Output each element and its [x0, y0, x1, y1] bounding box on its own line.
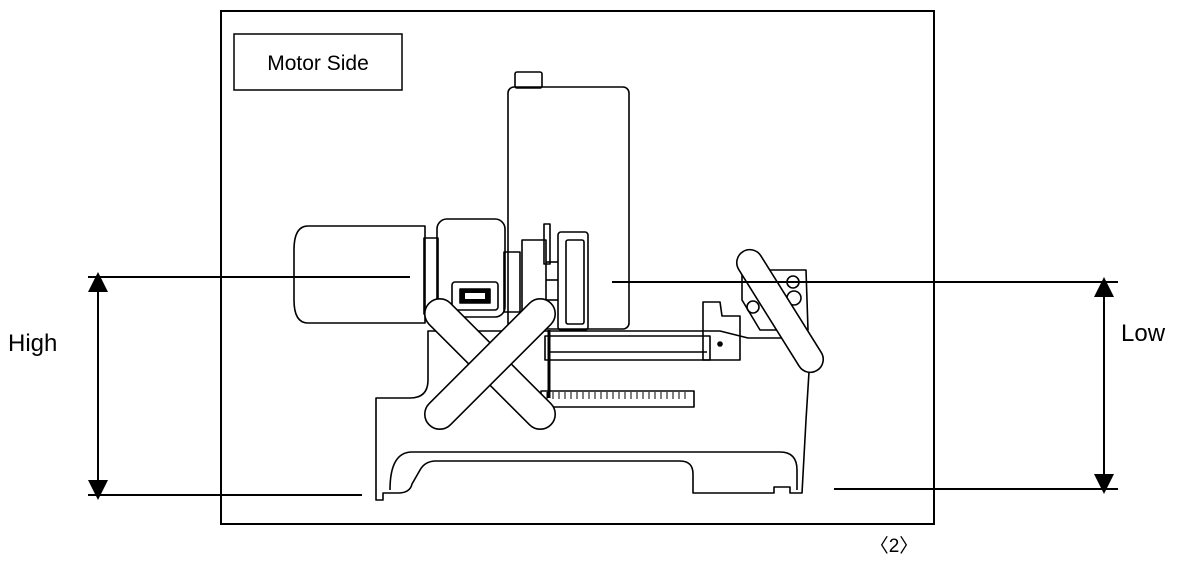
die-head [557, 231, 589, 331]
side-handle [735, 248, 825, 374]
gear-coupling [503, 251, 521, 313]
base-recess [389, 451, 798, 491]
housing-cap [514, 71, 543, 89]
low-label: Low [1121, 320, 1166, 347]
motor-side-label: Motor Side [267, 52, 369, 75]
x-handwheel [423, 297, 557, 431]
motor-side-box [233, 33, 403, 91]
switch-light [465, 293, 485, 299]
gear-block [436, 218, 506, 318]
feed-lever-stem [543, 223, 551, 265]
scale-ticks [546, 392, 686, 399]
high-label: High [8, 330, 57, 357]
die-head-ring [565, 239, 585, 325]
dimension-markers [88, 272, 1118, 500]
upper-housing [507, 86, 630, 330]
figure-frame [220, 10, 935, 525]
page-number: 〈2〉 [870, 535, 919, 557]
stand-bracket [702, 301, 741, 361]
scale-ruler [540, 390, 695, 408]
lower-body [375, 330, 811, 501]
motor-cylinder [293, 225, 426, 324]
switch-frame [451, 281, 499, 311]
carriage-rail [544, 335, 711, 361]
pipe-threading-machine [293, 71, 825, 501]
